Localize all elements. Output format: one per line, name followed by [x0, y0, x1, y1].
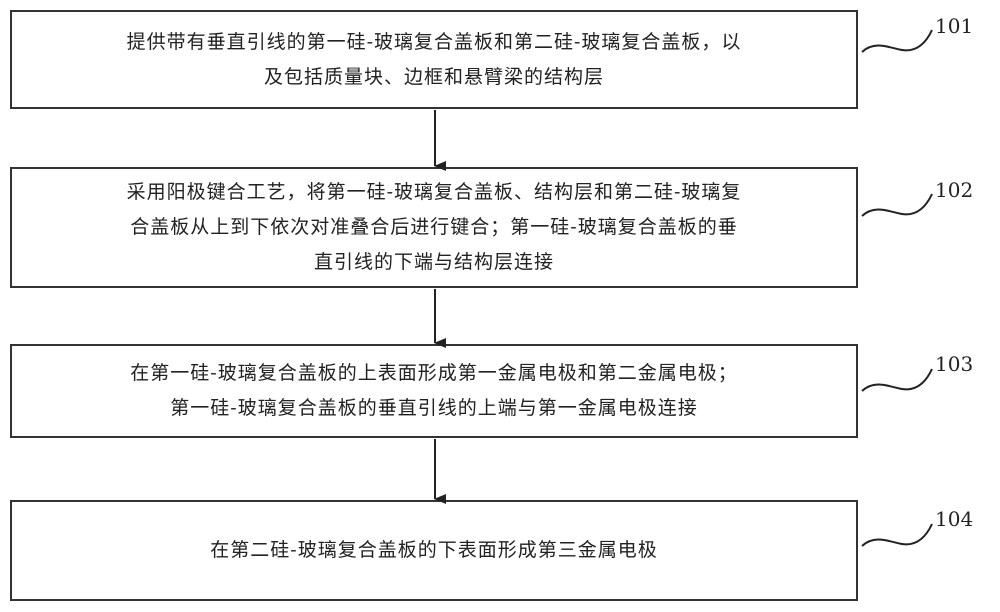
step-text-102: 采用阳极键合工艺，将第一硅-玻璃复合盖板、结构层和第二硅-玻璃复 合盖板从上到下…: [126, 181, 742, 273]
leader-101: [861, 29, 933, 53]
step-label-103: 103: [935, 352, 974, 376]
step-text-104: 在第二硅-玻璃复合盖板的下表面形成第三金属电极: [210, 539, 658, 561]
step-label-101: 101: [935, 14, 974, 38]
leader-103: [861, 368, 933, 392]
step-text-103: 在第一硅-玻璃复合盖板的上表面形成第一金属电极和第二金属电极； 第一硅-玻璃复合…: [130, 362, 738, 419]
step-text-101: 提供带有垂直引线的第一硅-玻璃复合盖板和第二硅-玻璃复合盖板，以 及包括质量块、…: [126, 30, 742, 88]
step-label-104: 104: [935, 507, 974, 531]
step-box-101: 提供带有垂直引线的第一硅-玻璃复合盖板和第二硅-玻璃复合盖板，以 及包括质量块、…: [10, 10, 858, 109]
step-label-102: 102: [935, 178, 974, 202]
leader-104: [861, 523, 933, 547]
step-box-102: 采用阳极键合工艺，将第一硅-玻璃复合盖板、结构层和第二硅-玻璃复 合盖板从上到下…: [10, 167, 858, 288]
leader-102: [861, 193, 933, 217]
